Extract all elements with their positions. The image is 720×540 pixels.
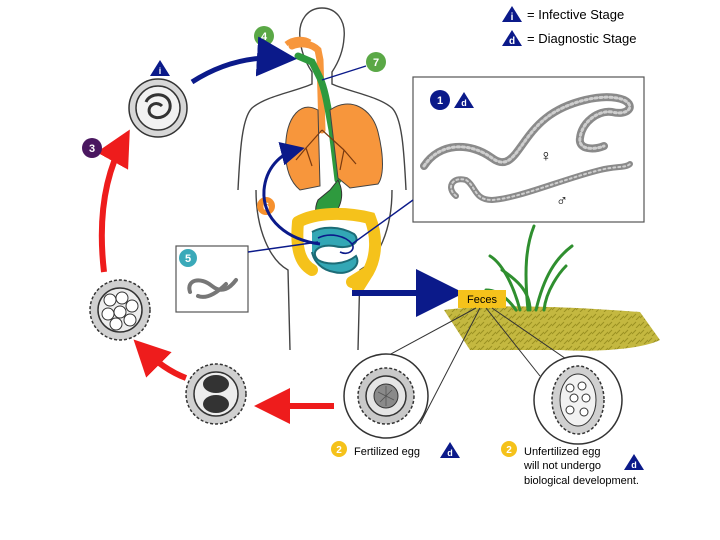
fertilized-egg-label: Fertilized egg bbox=[354, 446, 420, 458]
adult-worms-panel: ♀ ♂ 1 d bbox=[412, 76, 645, 223]
infective-symbol: i bbox=[511, 12, 514, 23]
multicell-egg bbox=[89, 279, 151, 341]
step-2-number-fertilized: 2 bbox=[336, 445, 342, 456]
diagnostic-icon-unfertilized: d bbox=[624, 454, 644, 470]
feces-box bbox=[458, 290, 506, 308]
unfertilized-egg-magnified bbox=[533, 355, 623, 445]
arrow-ingestion bbox=[190, 36, 297, 85]
larva-panel: 5 bbox=[175, 245, 249, 313]
arrow-egg-development-2 bbox=[133, 339, 188, 381]
step-7-number: 7 bbox=[373, 57, 379, 69]
lung-left bbox=[329, 103, 383, 189]
step-3-number: 3 bbox=[89, 143, 95, 155]
infective-stage-label: = Infective Stage bbox=[527, 7, 624, 22]
unfertilized-egg-label-line3: biological development. bbox=[524, 475, 639, 487]
diagnostic-stage-label: = Diagnostic Stage bbox=[527, 31, 636, 46]
legend: i = Infective Stage d = Diagnostic Stage bbox=[502, 6, 636, 47]
male-symbol: ♂ bbox=[556, 193, 568, 210]
leader-line-larva bbox=[247, 241, 319, 253]
fertilized-egg-magnified bbox=[343, 353, 429, 439]
step-2-badge-unfertilized bbox=[501, 441, 517, 457]
diagnostic-symbol-unfertilized: d bbox=[631, 460, 637, 470]
step-3-badge bbox=[82, 138, 102, 158]
feces-label: Feces bbox=[467, 294, 497, 306]
step-5-number: 5 bbox=[185, 253, 191, 265]
infective-egg-with-larva bbox=[128, 78, 188, 138]
step-1-number: 1 bbox=[437, 95, 443, 107]
larva-icon bbox=[187, 278, 238, 299]
small-intestine bbox=[311, 226, 359, 274]
diagnostic-stage-icon: d bbox=[502, 30, 522, 47]
diagnostic-symbol: d bbox=[509, 36, 515, 47]
leader-line-adults bbox=[351, 199, 414, 245]
two-cell-egg bbox=[185, 363, 247, 425]
diagnostic-icon-fertilized: d bbox=[440, 442, 460, 458]
soil-with-grass bbox=[444, 224, 660, 351]
step-5-badge bbox=[179, 249, 197, 267]
step-7-badge bbox=[366, 52, 386, 72]
unfertilized-egg-label-line1: Unfertilized egg bbox=[524, 446, 600, 458]
unfertilized-egg-label-line2: will not undergo bbox=[523, 460, 601, 472]
diagnostic-symbol-fertilized: d bbox=[447, 448, 453, 458]
step-1-badge bbox=[430, 90, 450, 110]
step-4-number: 4 bbox=[261, 31, 268, 43]
lung-right bbox=[285, 106, 321, 191]
infective-icon-step-3: i bbox=[150, 60, 170, 76]
leader-line-step-7 bbox=[321, 65, 367, 81]
diagnostic-icon-step-1 bbox=[454, 92, 474, 108]
arrow-egg-development-3 bbox=[96, 129, 130, 273]
step-2-number-unfertilized: 2 bbox=[506, 445, 512, 456]
female-symbol: ♀ bbox=[540, 148, 552, 165]
arrow-migration-to-lungs bbox=[262, 142, 321, 246]
colon bbox=[291, 207, 381, 294]
diagnostic-symbol-step-1: d bbox=[461, 98, 467, 108]
infective-symbol-egg: i bbox=[159, 66, 162, 76]
soil-patch bbox=[444, 306, 660, 351]
infective-stage-icon: i bbox=[502, 6, 522, 23]
step-2-badge-fertilized bbox=[331, 441, 347, 457]
body-outline bbox=[237, 7, 407, 351]
